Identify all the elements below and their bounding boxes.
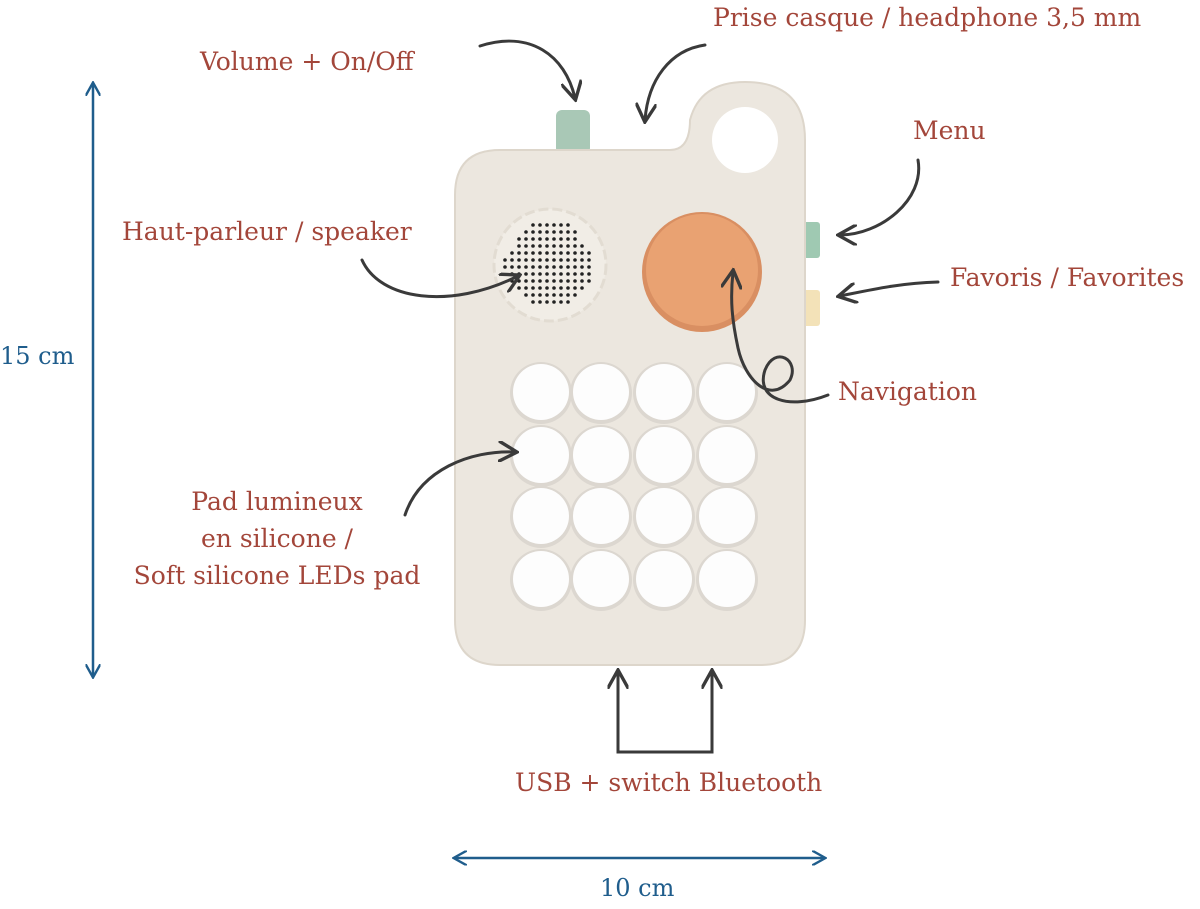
pad-label-line: en silicone / (201, 524, 353, 553)
led-pad-button (513, 488, 569, 544)
headphone-label: Prise casque / headphone 3,5 mm (713, 3, 1142, 32)
volume-label: Volume + On/Off (200, 47, 414, 76)
navigation-label: Navigation (838, 377, 978, 406)
volume-arrow (478, 39, 575, 98)
led-pad-button (699, 427, 755, 483)
pad-arrow (403, 452, 515, 517)
led-pad-button (513, 427, 569, 483)
usb-arrows (618, 672, 712, 754)
usb-label: USB + switch Bluetooth (515, 768, 823, 797)
volume-knob (556, 110, 590, 154)
led-pad (510, 362, 758, 611)
led-pad-button (636, 488, 692, 544)
pad-label: Pad lumineux en silicone / Soft silicone… (122, 483, 432, 594)
height-label: 15 cm (0, 342, 75, 370)
speaker-grille (492, 207, 608, 323)
headphone-arrow (645, 43, 707, 120)
led-pad-button (699, 551, 755, 607)
led-pad-button (573, 488, 629, 544)
menu-arrow (840, 158, 921, 235)
led-pad-button (636, 427, 692, 483)
led-pad-button (699, 364, 755, 420)
pad-label-line: Soft silicone LEDs pad (133, 561, 421, 590)
pad-label-line: Pad lumineux (191, 487, 363, 516)
menu-label: Menu (913, 116, 986, 145)
favorites-arrow (840, 280, 940, 296)
led-pad-button (513, 364, 569, 420)
navigation-arrow (732, 272, 830, 404)
speaker-arrow (360, 258, 518, 299)
led-pad-button (636, 551, 692, 607)
lanyard-hole (712, 107, 778, 173)
width-label: 10 cm (600, 874, 675, 902)
led-pad-button (636, 364, 692, 420)
led-pad-button (573, 551, 629, 607)
led-pad-button (513, 551, 569, 607)
led-pad-button (573, 427, 629, 483)
led-pad-button (699, 488, 755, 544)
led-pad-button (573, 364, 629, 420)
favorites-label: Favoris / Favorites (950, 263, 1185, 292)
speaker-label: Haut-parleur / speaker (122, 217, 412, 246)
